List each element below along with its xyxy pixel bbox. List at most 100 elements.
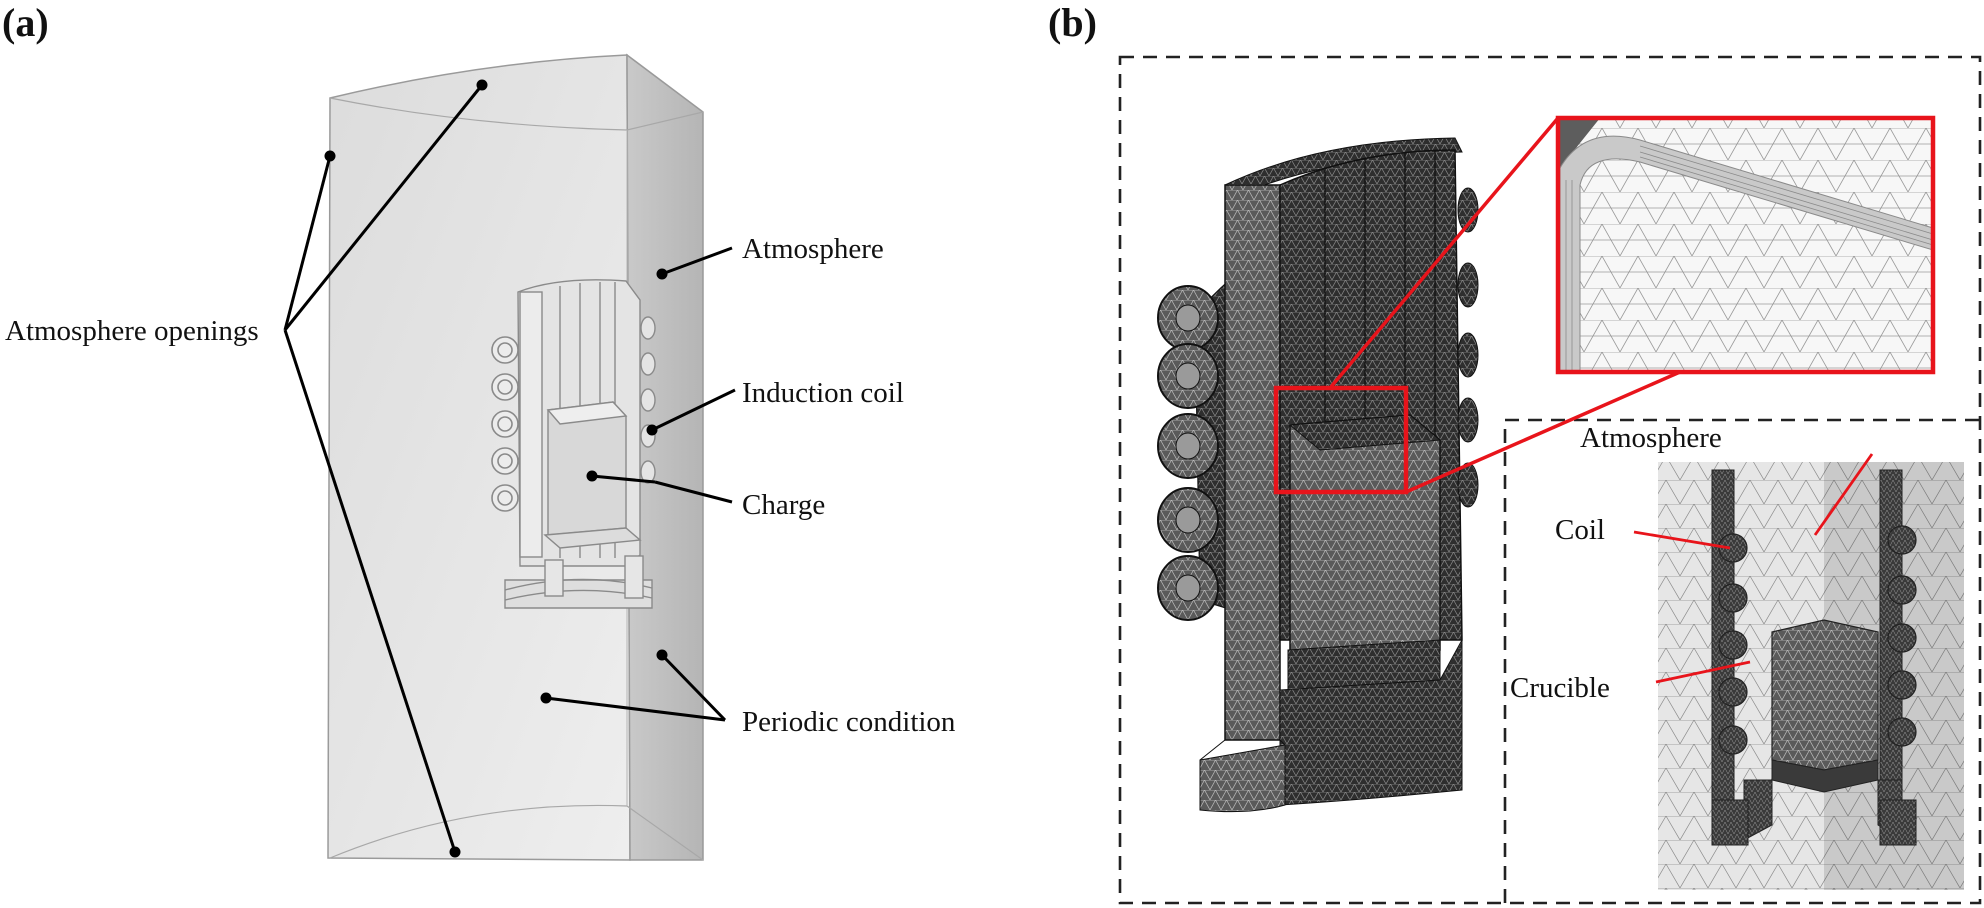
leader-line <box>591 474 656 484</box>
inset-coil-circle <box>1718 630 1748 660</box>
layer-line <box>1639 156 1934 246</box>
inset-coil-circle <box>1718 533 1748 563</box>
inset-coil-circle <box>1887 670 1917 700</box>
coil-ring <box>491 484 519 512</box>
panel-a: (a) <box>2 0 956 861</box>
leader-crucible <box>1655 660 1751 684</box>
dashed-frame-inset <box>1503 418 1980 903</box>
crucible-front-wall <box>1224 184 1281 741</box>
leader-line <box>661 246 733 276</box>
inset-label-crucible: Crucible <box>1510 672 1610 704</box>
leader-dots-a <box>324 79 668 858</box>
crucible-wall <box>519 291 543 558</box>
coil-stub <box>1457 397 1479 443</box>
coil-ring-inner <box>497 342 513 358</box>
cross-section-inset: Atmosphere Coil Crucible <box>1510 422 1964 890</box>
inset-coil-circle <box>1718 677 1748 707</box>
coil-ring-inner <box>497 453 513 469</box>
crucible-model <box>504 279 653 609</box>
leader-dot <box>656 268 668 280</box>
label-atmosphere-openings: Atmosphere openings <box>5 315 259 347</box>
coil-disc-hub <box>1175 362 1201 390</box>
inset-coil-circle <box>1887 623 1917 653</box>
label-atmosphere: Atmosphere <box>742 233 884 265</box>
inset-coil-circle <box>1887 525 1917 555</box>
leader-line <box>283 329 457 853</box>
zoom-detail-frame <box>1555 115 1936 375</box>
coil-ring <box>491 373 519 401</box>
panel-a-label: (a) <box>2 0 49 45</box>
leader-line <box>283 155 332 331</box>
leader-line <box>651 388 736 432</box>
domain-top-edge <box>329 97 704 131</box>
leader-atmosphere <box>1813 453 1874 536</box>
inset-coil-left <box>1718 533 1748 755</box>
coil-disc-hub <box>1175 304 1201 332</box>
inset-coil-circle <box>1718 725 1748 755</box>
inset-crucible-foot <box>1879 799 1917 846</box>
zoom-source-box <box>1273 385 1409 495</box>
zoom-detail-layer-lines <box>1565 145 1934 372</box>
panel-b: (b) <box>1048 0 1982 905</box>
leader-dot <box>449 846 461 858</box>
coil-stub <box>1457 262 1479 308</box>
leader-dot <box>324 150 336 162</box>
panel-b-label: (b) <box>1048 0 1097 45</box>
coil-stub <box>1457 332 1479 378</box>
coil-ring <box>640 316 656 340</box>
zoom-detail-edge-dark <box>1558 118 1600 372</box>
leader-dot <box>646 424 658 436</box>
coil-ring-inner <box>497 490 513 506</box>
coil-ring <box>640 352 656 376</box>
charge-top <box>546 401 628 425</box>
zoom-connector-top <box>1328 116 1560 390</box>
label-periodic-condition: Periodic condition <box>742 706 956 738</box>
inset-coil-circle <box>1718 583 1748 613</box>
leader-dot <box>656 649 668 661</box>
coil-ring-inner <box>497 379 513 395</box>
leader-dot <box>586 470 598 482</box>
zoom-detail-view <box>1555 115 1936 375</box>
inset-label-coil: Coil <box>1555 514 1605 546</box>
zoom-connector-bottom <box>1405 370 1681 494</box>
crucible-stem <box>544 559 564 597</box>
coil-disc-hub <box>1175 506 1201 534</box>
coil-ring <box>640 460 656 484</box>
crucible-floor <box>543 527 642 549</box>
inset-leader-lines <box>1633 453 1874 684</box>
inset-coil-circle <box>1887 717 1917 747</box>
leader-coil <box>1633 530 1731 550</box>
coil-ring-inner <box>497 416 513 432</box>
inset-crucible-foot <box>1711 799 1749 846</box>
crucible-mesh-foot-edge <box>1199 739 1286 761</box>
crucible-stem <box>624 555 644 599</box>
leader-lines-a <box>283 84 736 853</box>
zoom-detail-boundary-layer <box>1559 135 1934 373</box>
crucible-mesh-lower <box>1279 639 1463 806</box>
leader-line <box>654 480 733 504</box>
leader-line <box>545 696 726 722</box>
charge-mesh-block <box>1289 414 1441 653</box>
coil-disc-hub <box>1175 432 1201 460</box>
layer-line <box>1639 145 1934 235</box>
coil-disc-hub <box>1175 574 1201 602</box>
layer-line <box>1639 151 1934 241</box>
zoom-callout <box>1273 115 1936 495</box>
label-induction-coil: Induction coil <box>742 377 904 409</box>
leader-dot <box>540 692 552 704</box>
domain-bottom-edge <box>329 804 704 861</box>
inset-coil-circle <box>1887 575 1917 605</box>
charge-mesh-top <box>1288 414 1442 451</box>
zoom-detail-mesh <box>1558 118 1933 372</box>
induction-coil-rings-left <box>491 336 519 512</box>
crucible-mesh-foot <box>1199 744 1286 813</box>
mesh-coil-right <box>1457 187 1479 508</box>
leader-dot <box>476 79 488 91</box>
inset-charge <box>1771 619 1879 771</box>
inset-label-atmosphere: Atmosphere <box>1580 422 1722 454</box>
leader-line <box>660 653 727 722</box>
label-charge: Charge <box>742 489 825 521</box>
mesh-model <box>1157 137 1479 813</box>
coil-ring <box>640 388 656 412</box>
